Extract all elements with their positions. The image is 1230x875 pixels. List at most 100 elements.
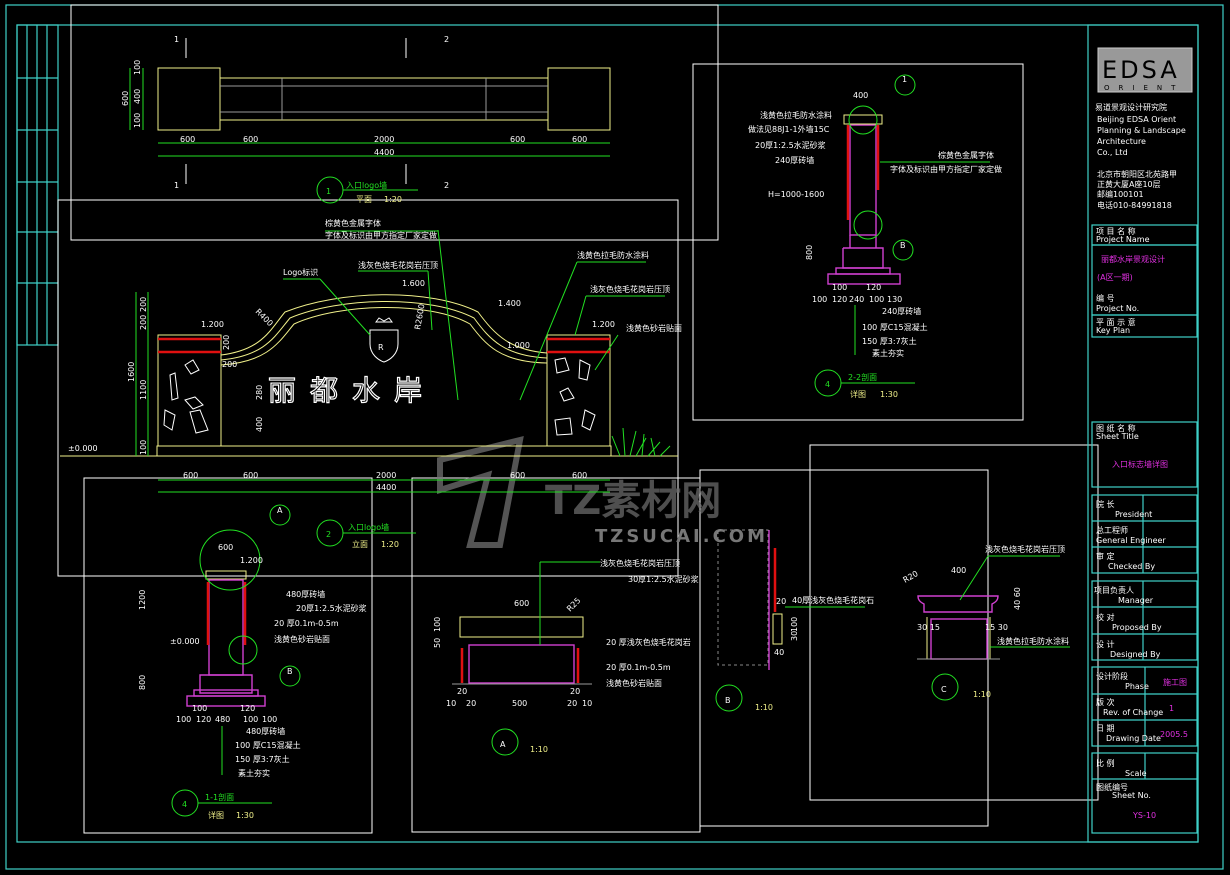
- project-phase: (A区一期): [1097, 273, 1133, 282]
- dim: 480: [215, 715, 230, 724]
- detail-ref: 1: [902, 75, 907, 84]
- radius: R400: [254, 307, 275, 328]
- logo-emblem-icon: R: [369, 317, 399, 363]
- view-title: 1-1剖面: [205, 792, 234, 802]
- section-1-1: A B 600 1.200 ±0.000 1200 800 480厚砖墙 20厚…: [138, 504, 367, 820]
- logo-sub: ORIENT: [1104, 84, 1184, 92]
- view-title: 入口logo墙: [346, 180, 387, 190]
- dim: 400: [951, 566, 966, 575]
- label: 设计阶段: [1096, 671, 1128, 681]
- note: 240厚砖墙: [882, 306, 921, 316]
- label-en: Sheet Title: [1096, 432, 1139, 441]
- label-en: Phase: [1125, 682, 1149, 691]
- watermark-text: TZ素材网: [545, 478, 721, 524]
- dim: 130: [887, 295, 902, 304]
- drawing-title: 入口标志墙详图: [1112, 459, 1168, 469]
- note: 浅灰色烧毛花岗岩压顶: [358, 260, 438, 270]
- label: 校 对: [1096, 612, 1115, 622]
- label-en: General Engineer: [1096, 536, 1166, 545]
- layer: 素土夯实: [238, 768, 270, 778]
- dim: 1200: [138, 590, 147, 610]
- label: 图纸编号: [1096, 782, 1128, 792]
- note: 浅黄色拉毛防水涂料: [577, 250, 649, 260]
- company-en: Architecture: [1097, 137, 1146, 146]
- company-en: Co., Ltd: [1097, 148, 1128, 157]
- note: 棕黄色金属字体: [325, 218, 381, 228]
- address: 邮编100101: [1097, 189, 1144, 199]
- note: 20厚1:2.5水泥砂浆: [296, 603, 367, 613]
- dim: 800: [138, 675, 147, 690]
- note: 240厚砖墙: [775, 155, 814, 165]
- note: 30厚1:2.5水泥砂浆: [628, 574, 699, 584]
- edsa-logo: EDSA ORIENT: [1097, 47, 1193, 93]
- label: 院 长: [1096, 499, 1115, 509]
- dim: 100: [176, 715, 191, 724]
- grass-icon: [611, 427, 671, 457]
- label: 版 次: [1096, 697, 1115, 707]
- stone-pattern: [163, 357, 596, 436]
- inner-border: [16, 24, 1199, 843]
- label-en: Designed By: [1110, 650, 1161, 659]
- company-en: Beijing EDSA Orient: [1097, 115, 1176, 124]
- dim: 30: [790, 631, 799, 641]
- watermark-url: TZSUCAI.COM: [595, 526, 768, 547]
- dim: 120: [196, 715, 211, 724]
- dim: 100: [243, 715, 258, 724]
- dim: 50: [433, 638, 442, 648]
- address: 电话010-84991818: [1097, 200, 1172, 210]
- view-title: 入口logo墙: [348, 522, 389, 532]
- note: 40厚浅灰色烧毛花岗石: [792, 595, 874, 605]
- layer: 150 厚3:7灰土: [862, 336, 917, 346]
- label: 总工程师: [1096, 525, 1128, 535]
- dim: 100: [790, 617, 799, 632]
- dim: 600: [572, 471, 587, 480]
- dim: 200: [139, 315, 148, 330]
- section-mark-2: 2: [444, 181, 449, 190]
- radius: R2600: [413, 303, 426, 330]
- section-mark-2: 2: [444, 35, 449, 44]
- label: 审 定: [1096, 551, 1115, 561]
- company-en: Planning & Landscape: [1097, 126, 1186, 135]
- dim: 600: [514, 599, 529, 608]
- address: 正黄大厦A座10层: [1097, 179, 1161, 189]
- dim-total: 4400: [376, 483, 396, 492]
- note: 20 厚0.1m-0.5m: [606, 663, 671, 672]
- dim: 100: [869, 295, 884, 304]
- dim: 10: [446, 699, 456, 708]
- note: Logo标识: [283, 267, 318, 277]
- note: 480厚砖墙: [246, 726, 285, 736]
- layer: 150 厚3:7灰土: [235, 754, 290, 764]
- note: 20 厚0.1m-0.5m: [274, 619, 339, 628]
- date-value: 2005.5: [1160, 730, 1188, 739]
- detail-id: B: [725, 696, 731, 705]
- layer: 100 厚C15混凝土: [862, 322, 928, 332]
- dim: 600: [218, 543, 233, 552]
- detail-ref: A: [277, 506, 283, 515]
- label: 图 纸 名 称: [1096, 423, 1136, 433]
- ground-level: ±0.000: [170, 637, 200, 646]
- dim: 100: [812, 295, 827, 304]
- revision-strip: [16, 24, 59, 346]
- note: 字体及标识由甲方指定厂家定做: [890, 164, 1002, 174]
- logo-main: EDSA: [1102, 56, 1180, 84]
- detail-id: A: [500, 740, 506, 749]
- dim: 2000: [376, 471, 396, 480]
- sign-lettering: 丽都水岸: [268, 374, 436, 407]
- note: 浅黄色砂岩贴面: [274, 634, 330, 644]
- note: 浅黄色砂岩贴面: [606, 678, 662, 688]
- radius: R25: [565, 596, 583, 614]
- dim: 600: [243, 471, 258, 480]
- note: 做法见88J1-1外墙15C: [748, 124, 830, 134]
- view-subtitle: 平面: [356, 195, 372, 204]
- label-en: Checked By: [1108, 562, 1155, 571]
- phase-value: 施工图: [1163, 677, 1187, 687]
- dim: 100: [139, 440, 148, 455]
- view-number: 2: [326, 530, 331, 539]
- section-mark-1: 1: [174, 35, 179, 44]
- view-scale: 1:30: [236, 811, 254, 820]
- watermark: TZ素材网 TZSUCAI.COM: [437, 435, 768, 548]
- view-scale: 1:30: [880, 390, 898, 399]
